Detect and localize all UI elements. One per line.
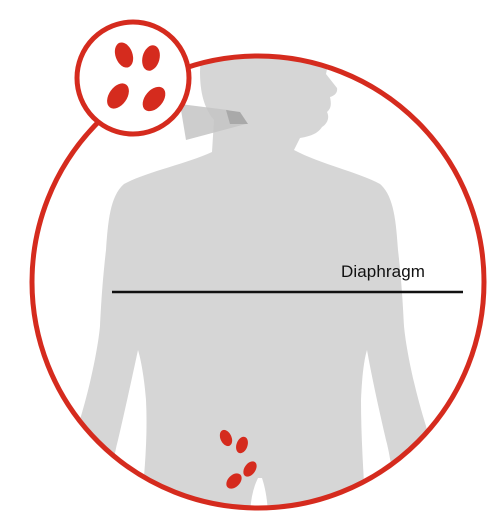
diaphragm-label: Diaphragm xyxy=(341,262,425,282)
magnifier-circle xyxy=(77,22,189,134)
